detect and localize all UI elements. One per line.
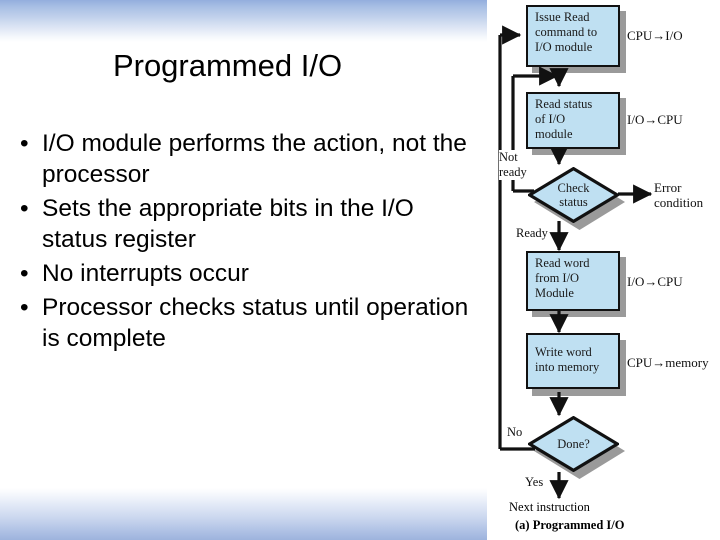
edge-label-ready: Ready xyxy=(516,226,548,240)
list-item-text: Sets the appropriate bits in the I/O sta… xyxy=(42,195,414,253)
list-item-text: Processor checks status until operation … xyxy=(42,294,469,352)
side-label-write-word: CPU→memory xyxy=(627,355,709,370)
side-label-issue-read: CPU→I/O xyxy=(627,28,683,43)
side-label-read-word: I/O→CPU xyxy=(627,274,683,289)
list-item-text: No interrupts occur xyxy=(42,260,249,287)
edge-label-yes: Yes xyxy=(525,475,544,489)
list-item: • Processor checks status until operatio… xyxy=(10,292,480,354)
figure-caption: (a) Programmed I/O xyxy=(515,518,625,532)
list-item: • Sets the appropriate bits in the I/O s… xyxy=(10,193,480,255)
slide-text-panel: Programmed I/O • I/O module performs the… xyxy=(0,0,487,540)
top-gradient-band xyxy=(0,0,487,42)
bullet-marker-icon: • xyxy=(20,260,29,287)
page-title: Programmed I/O xyxy=(112,48,343,83)
flowchart-figure: Issue Read command to I/O module CPU→I/O… xyxy=(487,0,720,540)
bullet-marker-icon: • xyxy=(20,195,29,222)
bullet-list: • I/O module performs the action, not th… xyxy=(10,128,480,357)
list-item: • No interrupts occur xyxy=(10,258,480,289)
node-check-status: Check status xyxy=(528,167,619,223)
node-issue-read: Issue Read command to I/O module xyxy=(526,5,620,67)
node-done: Done? xyxy=(528,416,619,472)
bullet-marker-icon: • xyxy=(20,294,29,321)
done-outline xyxy=(528,416,619,472)
check-status-outline xyxy=(528,167,619,223)
node-read-status: Read status of I/O module xyxy=(526,92,620,149)
done-label: Done? xyxy=(557,437,590,451)
list-item: • I/O module performs the action, not th… xyxy=(10,128,480,190)
check-status-label: Check status xyxy=(557,181,590,209)
side-label-read-status: I/O→CPU xyxy=(627,112,683,127)
bottom-gradient-band xyxy=(0,488,487,540)
node-read-word: Read word from I/O Module xyxy=(526,251,620,311)
side-label-error-condition: Error condition xyxy=(654,180,704,210)
terminal-label: Next instruction xyxy=(509,500,590,514)
node-write-word: Write word into memory xyxy=(526,333,620,389)
edge-label-no: No xyxy=(507,425,523,439)
edge-label-not-ready: Not ready xyxy=(499,150,527,180)
list-item-text: I/O module performs the action, not the … xyxy=(42,130,467,188)
bullet-marker-icon: • xyxy=(20,130,29,157)
